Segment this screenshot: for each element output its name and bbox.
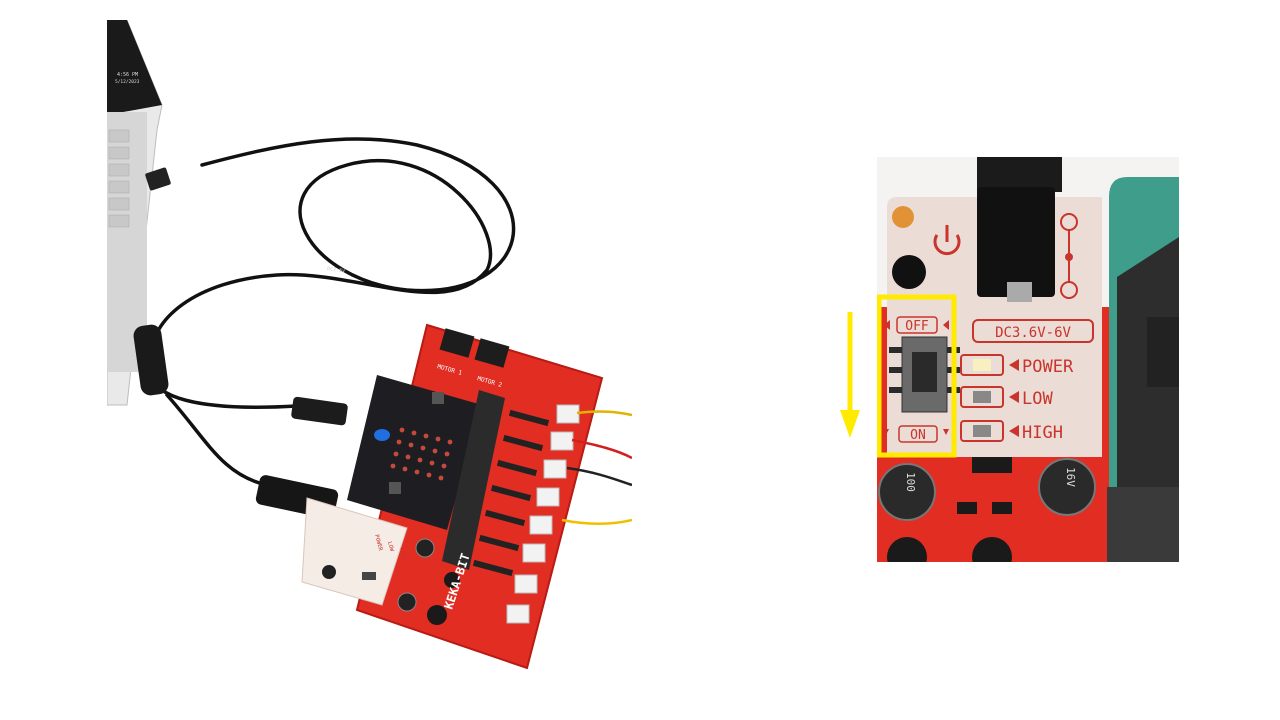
edge-connector: [442, 390, 505, 570]
led-label-power: POWER: [1022, 357, 1074, 377]
board-connected-photo: 4:56 PM 5/12/2023 DC2.5V MOTOR 1 MOTOR 2: [107, 20, 632, 670]
capacitor-right: 16V: [1038, 458, 1096, 516]
microbit-button-b: [389, 482, 401, 494]
robotics-board: MOTOR 1 MOTOR 2: [301, 323, 632, 670]
micro-usb-plug: [291, 396, 348, 426]
barrel-jack: [977, 187, 1055, 297]
switch-highlight-box: [877, 294, 957, 458]
laptop-clock-date: 5/12/2023: [115, 79, 140, 85]
voltage-label: DC3.6V-6V: [995, 325, 1071, 341]
high-label: HIGH: [398, 547, 407, 561]
power-label: POWER: [373, 534, 383, 552]
low-led: [973, 391, 991, 403]
power-switch-closeup: OFF ON DC3.6V-6V POWER LOW HIGH 100 16V: [877, 157, 1179, 562]
high-led: [973, 425, 991, 437]
svg-text:100: 100: [904, 472, 917, 492]
led-label-low: LOW: [1022, 389, 1053, 409]
svg-text:16V: 16V: [1064, 467, 1077, 487]
low-label: LOW: [386, 541, 395, 553]
led-label-high: HIGH: [1022, 423, 1063, 443]
switch-on-label: ON: [910, 428, 926, 443]
microbit-button-a: [432, 392, 444, 404]
laptop-clock-time: 4:56 PM: [117, 72, 138, 78]
power-led: [973, 359, 991, 371]
switch-off-label: OFF: [905, 319, 929, 334]
cable-print: DC2.5V: [327, 266, 346, 274]
ferrite-bead: [133, 324, 169, 396]
laptop: 4:56 PM 5/12/2023: [107, 20, 171, 406]
down-arrow-icon: [840, 312, 860, 438]
microbit: [347, 375, 482, 530]
power-led-dome: [892, 255, 926, 289]
switch-knob: [912, 352, 937, 392]
microbit-logo: [374, 429, 390, 441]
capacitor-left: 100: [878, 463, 936, 521]
